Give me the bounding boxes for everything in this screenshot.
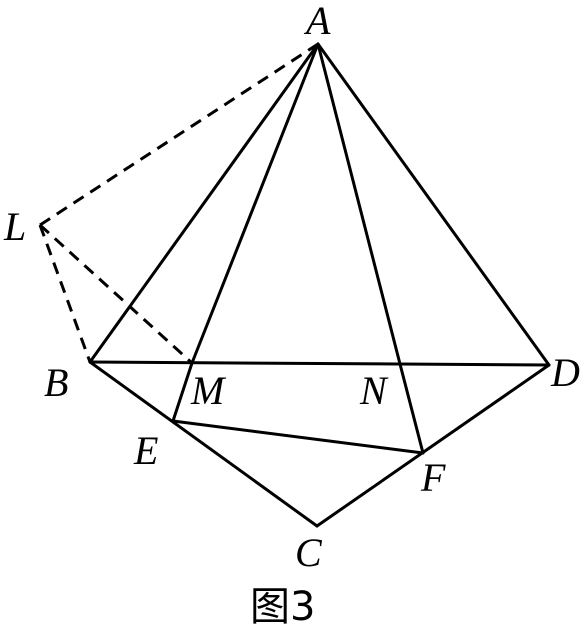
segment-LB bbox=[38, 224, 92, 363]
segment-CD bbox=[315, 363, 551, 528]
label-point-B: B bbox=[44, 360, 68, 405]
label-point-A: A bbox=[303, 0, 331, 43]
label-point-E: E bbox=[133, 428, 158, 473]
segment-ME bbox=[171, 361, 194, 423]
label-point-D: D bbox=[550, 350, 580, 395]
figure-caption: 图3 bbox=[250, 584, 315, 630]
segment-AB bbox=[88, 42, 320, 364]
segment-NF bbox=[398, 362, 425, 455]
segment-LM bbox=[38, 223, 194, 365]
segment-AN bbox=[316, 42, 402, 366]
segment-AD bbox=[316, 42, 551, 367]
segment-BD bbox=[88, 360, 551, 367]
segment-AM bbox=[190, 42, 320, 365]
label-point-N: N bbox=[359, 368, 389, 413]
segment-EF bbox=[171, 419, 425, 455]
segment-LA bbox=[39, 42, 319, 227]
label-point-C: C bbox=[295, 530, 323, 575]
label-point-F: F bbox=[420, 455, 446, 500]
segment-BC bbox=[88, 360, 319, 528]
label-point-M: M bbox=[190, 368, 227, 413]
label-point-L: L bbox=[3, 204, 26, 249]
